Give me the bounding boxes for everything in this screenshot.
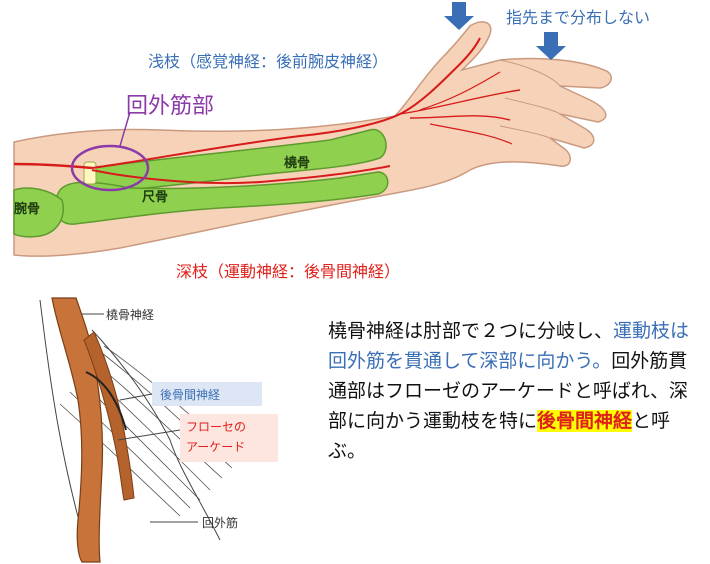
pin-highlight: 後骨間神経 (537, 410, 633, 432)
ulna-label: 尺骨 (142, 190, 169, 205)
arcade-edge (85, 371, 127, 431)
supinator-ring (70, 144, 150, 192)
radial-nerve-trunk (13, 162, 93, 170)
finger-line (499, 125, 551, 139)
explanation-motor-branch: 運動枝は回外筋を貫通して深部に向かう。 (328, 320, 690, 372)
pin-nerve-brown (83, 331, 135, 501)
deep-branch-label: 深枝（運動神経：後骨間神経） (176, 262, 401, 281)
supinator-region-label: 回外筋部 (126, 94, 215, 119)
radius-label: 橈骨 (284, 156, 311, 171)
radial-nerve-label: 橈骨神経 (106, 308, 155, 322)
arcade-label-line2: アーケード (186, 440, 246, 454)
deep-branch-nerve (91, 165, 391, 185)
humerus-end (13, 187, 64, 238)
arrow-down-icon (536, 32, 566, 60)
explanation-part3: 回外筋貫通部はフローゼのアーケードと呼ばれ、深部に向かう運動枝を特に (328, 350, 689, 432)
explanation-paragraph: 橈骨神経は肘部で２つに分岐し、運動枝は回外筋を貫通して深部に向かう。回外筋貫通部… (328, 316, 700, 466)
hint-label: 指先まで分布しない (506, 8, 651, 27)
arcade-label-line1: フローセの (186, 420, 247, 434)
pin-label-box (152, 382, 262, 406)
superficial-branch-twig (399, 89, 521, 115)
leader-line (119, 393, 153, 401)
arcade-label-box (180, 414, 278, 462)
ulna-bone (54, 171, 389, 225)
superficial-branch-nerve (91, 37, 481, 169)
superficial-branch-twig (419, 71, 501, 111)
arrow-down-icon (444, 2, 474, 30)
superficial-branch-label: 浅枝（感覚神経：後前腕皮神経） (148, 52, 389, 71)
explanation-part1: 橈骨神経は肘部で２つに分岐し、 (328, 320, 614, 342)
superficial-branch-twig (409, 115, 511, 121)
pin-label: 後骨間神経 (160, 388, 221, 402)
superficial-branch-twig (429, 123, 513, 145)
finger-line (504, 97, 561, 115)
leader-line (117, 429, 181, 441)
finger-line (499, 59, 561, 87)
forearm-illustration (13, 2, 612, 257)
supinator-ring-pointer (119, 111, 131, 147)
supinator-label: 回外筋 (202, 516, 239, 530)
explanation-part4: と呼ぶ。 (328, 410, 671, 462)
outline-line (91, 329, 221, 541)
humerus-label: 腕骨 (14, 202, 41, 217)
